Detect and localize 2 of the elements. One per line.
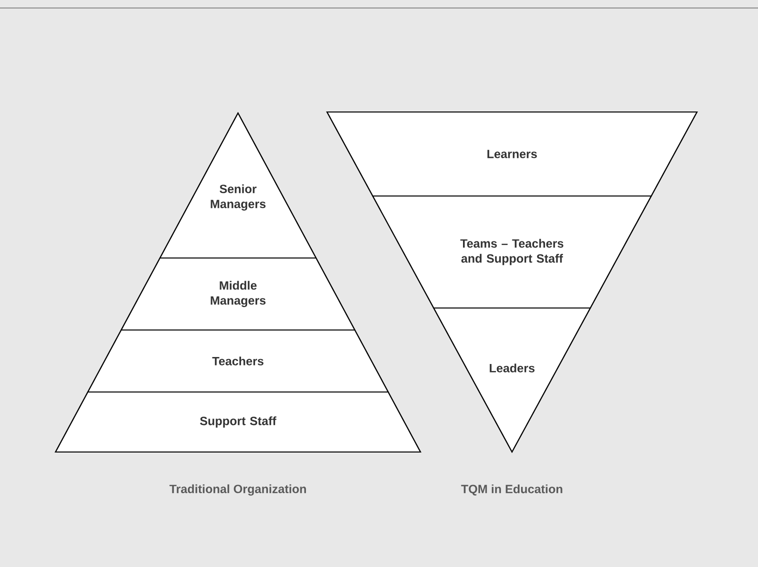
node-label: TQM in Education [461, 484, 562, 496]
node-label: Traditional Organization [169, 484, 306, 496]
